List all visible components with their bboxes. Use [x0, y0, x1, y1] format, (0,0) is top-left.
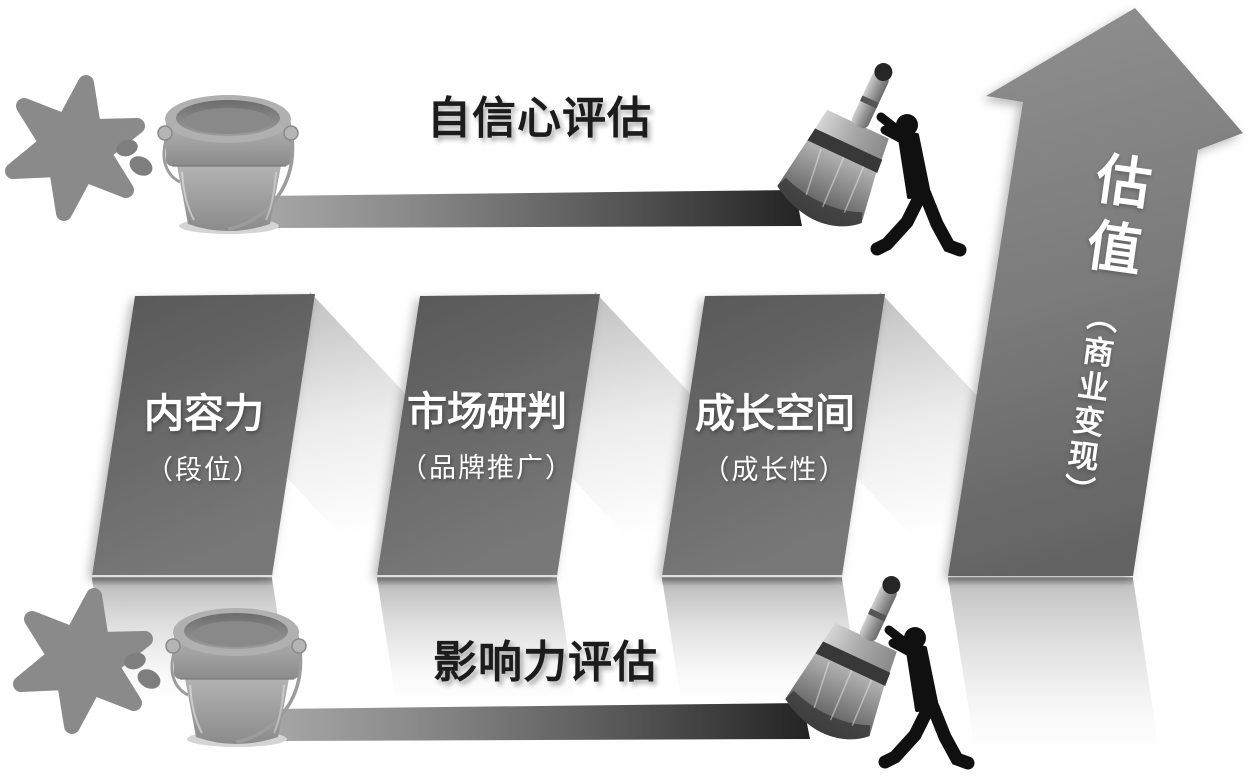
panel-1-subtitle: （段位） [146, 455, 262, 485]
panel-3-caption: 成长空间 （成长性） [660, 394, 890, 487]
top-paint-scene [13, 44, 960, 250]
panel-3-subtitle: （成长性） [702, 455, 848, 485]
panel-bottom-edges [92, 575, 842, 586]
panel-2-title: 市场研判 [407, 390, 567, 434]
panel-2-caption: 市场研判 （品牌推广） [372, 392, 602, 485]
ribbon-folds [278, 292, 982, 578]
arrow-bottom-edge [948, 577, 1133, 586]
panel-shape-1 [92, 294, 315, 576]
panel-shape-2 [377, 294, 600, 576]
up-arrow-shape [948, 8, 1243, 576]
bottom-heading: 影响力评估 [433, 638, 658, 687]
panel-1-title: 内容力 [144, 392, 264, 436]
panel-1-caption: 内容力 （段位） [89, 394, 319, 487]
panel-shape-3 [662, 294, 885, 576]
top-heading: 自信心评估 [427, 94, 652, 143]
arrow-subtitle: （商业变现） [1055, 298, 1120, 512]
panel-3-title: 成长空间 [695, 392, 855, 436]
arrow-title: 估值 [1073, 147, 1154, 290]
panel-2-subtitle: （品牌推广） [400, 453, 574, 483]
panel-shapes [92, 294, 885, 576]
